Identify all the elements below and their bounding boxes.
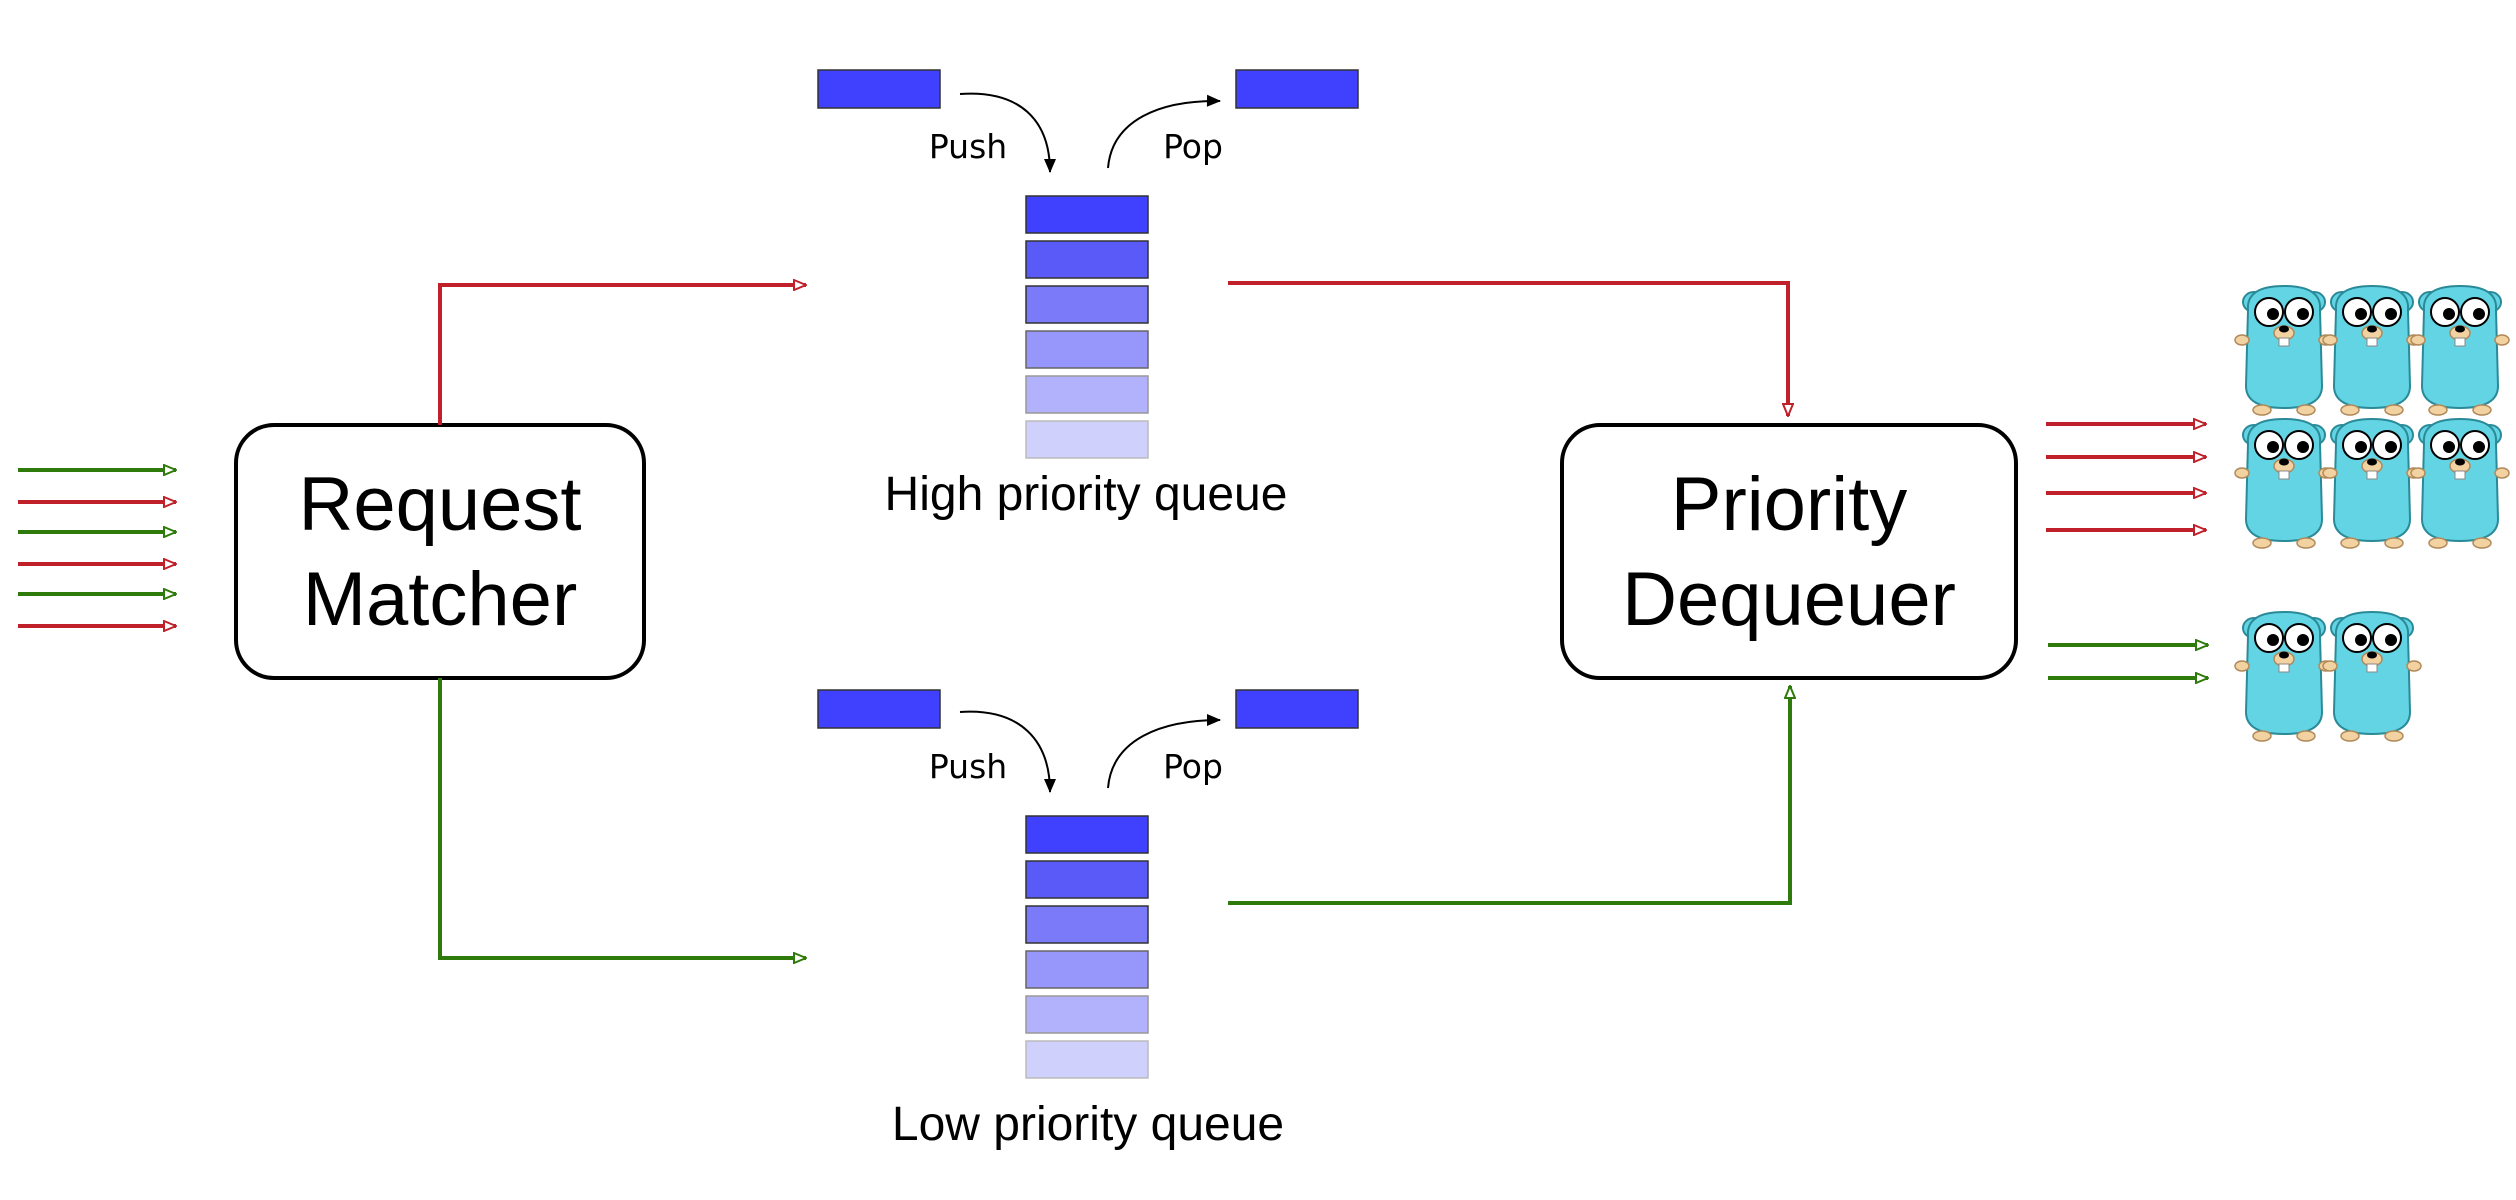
push-item xyxy=(817,689,941,729)
queue-slot xyxy=(1025,285,1149,324)
queue-slot xyxy=(1025,375,1149,414)
low-priority-queue-label: Low priority queue xyxy=(892,1098,1284,1151)
incoming-requests xyxy=(18,470,176,626)
priority-dequeuer-label-line1: Priority xyxy=(1671,462,1907,547)
push-label: Push xyxy=(929,747,1007,786)
gopher-icon xyxy=(2410,285,2510,416)
queue-slot xyxy=(1025,195,1149,234)
high-priority-queue-label: High priority queue xyxy=(885,468,1288,521)
push-label: Push xyxy=(929,127,1007,166)
request-matcher-node: Request Matcher xyxy=(234,423,646,680)
matcher-to-low-queue-arrow xyxy=(438,678,806,958)
gopher-icon xyxy=(2234,285,2334,416)
pop-label: Pop xyxy=(1163,127,1223,166)
queue-slot xyxy=(1025,240,1149,279)
queue-slot xyxy=(1025,1040,1149,1079)
matcher-to-high-queue-arrow xyxy=(438,285,806,425)
low-queue-to-dequeuer-arrow xyxy=(1228,686,1790,905)
pop-item xyxy=(1235,689,1359,729)
queue-slot xyxy=(1025,420,1149,459)
queue-slot xyxy=(1025,330,1149,369)
low-priority-workers xyxy=(2234,611,2422,742)
gopher-icon xyxy=(2322,285,2422,416)
gopher-icon xyxy=(2410,418,2510,549)
gopher-icon xyxy=(2322,611,2422,742)
priority-dequeuer-node: Priority Dequeuer xyxy=(1560,423,2018,680)
queue-slot xyxy=(1025,905,1149,944)
low-priority-queue: Push Pop Low priority queue xyxy=(817,689,1359,1151)
push-arrow xyxy=(959,92,1056,173)
push-arrow xyxy=(959,710,1056,793)
request-matcher-label-line1: Request xyxy=(298,462,581,547)
queue-slot xyxy=(1025,950,1149,989)
queue-slot xyxy=(1025,815,1149,854)
gopher-icon xyxy=(2322,418,2422,549)
request-matcher-label-line2: Matcher xyxy=(303,557,578,642)
high-priority-queue: Push Pop High priority queue xyxy=(817,69,1359,521)
pop-label: Pop xyxy=(1163,747,1223,786)
pop-arrow xyxy=(1107,94,1221,169)
pop-item xyxy=(1235,69,1359,109)
pop-arrow xyxy=(1107,714,1221,789)
push-item xyxy=(817,69,941,109)
outgoing-requests xyxy=(2046,424,2208,678)
priority-dequeuer-label-line2: Dequeuer xyxy=(1622,557,1956,642)
queue-slot xyxy=(1025,995,1149,1034)
high-priority-workers xyxy=(2234,285,2510,549)
queue-slot xyxy=(1025,860,1149,899)
gopher-icon xyxy=(2234,418,2334,549)
gopher-icon xyxy=(2234,611,2334,742)
high-queue-to-dequeuer-arrow xyxy=(1228,281,1788,416)
